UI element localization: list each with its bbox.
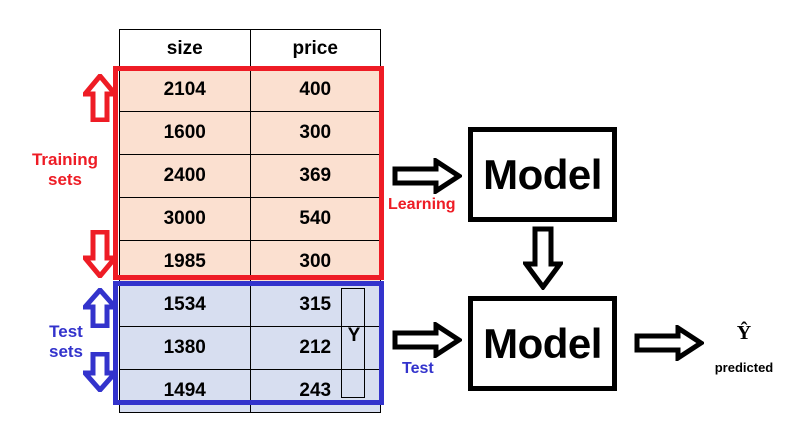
test-sets-label-line1: Test xyxy=(49,322,83,341)
cell-size: 1600 xyxy=(119,111,251,155)
model-box-training: Model xyxy=(468,127,617,222)
test-sets-label-line2: sets xyxy=(48,341,84,361)
dataset-table: size price 2104 400 1600 300 2400 369 30… xyxy=(119,29,381,413)
cell-size: 1494 xyxy=(119,369,251,413)
table-row: 2400 369 xyxy=(119,154,381,198)
table-row: 1494 243 xyxy=(119,369,381,413)
learning-arrow-right-icon xyxy=(392,156,464,199)
cell-price: 243 xyxy=(249,369,381,413)
training-sets-highlight-frame xyxy=(113,66,384,280)
test-flow-label: Test xyxy=(402,360,434,377)
cell-price: 400 xyxy=(249,68,381,112)
table-row: 1600 300 xyxy=(119,111,381,155)
table-row: 3000 540 xyxy=(119,197,381,241)
test-sets-highlight-frame xyxy=(113,281,384,405)
model-transfer-arrow-down-icon xyxy=(521,226,565,295)
target-column-box xyxy=(341,288,365,398)
training-sets-label: Training sets xyxy=(22,150,108,189)
cell-price: 540 xyxy=(249,197,381,241)
prediction-arrow-right-icon xyxy=(634,323,706,366)
test-arrow-right-icon xyxy=(392,320,464,363)
cell-size: 2400 xyxy=(119,154,251,198)
cell-size: 1534 xyxy=(119,283,251,327)
table-row: 2104 400 xyxy=(119,68,381,112)
cell-size: 2104 xyxy=(119,68,251,112)
table-row: 1380 212 xyxy=(119,326,381,370)
column-header-size: size xyxy=(119,29,251,69)
training-range-arrow-up-icon xyxy=(79,72,121,127)
cell-size: 3000 xyxy=(119,197,251,241)
learning-label: Learning xyxy=(388,196,456,213)
column-header-price: price xyxy=(249,29,381,69)
predicted-value-symbol: Ŷ xyxy=(736,322,752,344)
cell-price: 369 xyxy=(249,154,381,198)
training-sets-label-line2: sets xyxy=(47,169,83,189)
test-sets-label: Test sets xyxy=(28,322,104,361)
cell-price: 315 xyxy=(249,283,381,327)
training-range-arrow-down-icon xyxy=(79,229,121,283)
target-column-label: Y xyxy=(347,325,361,346)
training-sets-label-line1: Training xyxy=(31,150,99,169)
table-row: 1534 315 xyxy=(119,283,381,327)
cell-price: 212 xyxy=(249,326,381,370)
model-box-training-label: Model xyxy=(483,150,602,198)
model-box-testing-label: Model xyxy=(483,319,602,367)
table-header-row: size price xyxy=(119,29,381,69)
model-box-testing: Model xyxy=(468,296,617,391)
cell-price: 300 xyxy=(249,111,381,155)
predicted-label: predicted xyxy=(714,360,774,375)
